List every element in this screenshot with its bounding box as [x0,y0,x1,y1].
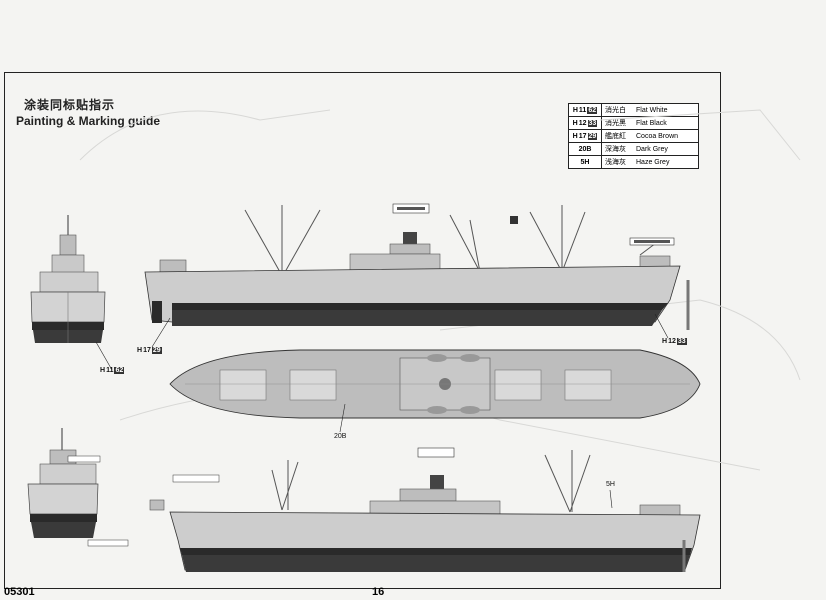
kit-code: 05301 [4,586,35,598]
legend-code-box: 33 [587,119,598,127]
legend-row: 20B 深海灰 Dark Grey [569,143,698,156]
callout-number: 11 [106,367,114,374]
legend-english: Flat Black [636,119,667,127]
legend-chinese: 艦底紅 [605,133,626,140]
legend-code-number: 17 [578,132,587,140]
page-frame [4,72,721,589]
legend-chinese: 消光白 [605,107,626,114]
callout-number: 17 [143,347,151,354]
callout-prefix: H [662,338,668,345]
callout-box: 62 [114,367,125,374]
callout-box: 29 [151,347,162,354]
callout-leaders [95,313,669,509]
title-chinese: 涂装同标贴指示 [24,98,116,112]
side-view-top [144,203,690,330]
deck-plan-view [169,349,701,419]
legend-code-box: 62 [587,106,598,114]
legend-code-number: 5H [580,158,590,166]
legend-code-number: 20B [578,145,592,153]
legend-english: Dark Grey [636,145,668,153]
legend-english: Cocoa Brown [636,132,679,140]
legend-english: Flat White [636,106,668,114]
legend-chinese: 深海灰 [605,146,626,153]
title-english: Painting & Marking guide [16,114,161,128]
legend-code-number: 11 [578,106,587,114]
bow-view-bottom [27,428,129,547]
side-view-bottom [149,447,701,572]
legend-code-prefix: H [572,132,578,140]
legend-code: 5H [569,156,602,168]
legend-code: 20B [569,143,602,155]
page-number: 16 [372,586,385,598]
legend-row: 5H 浅海灰 Haze Grey [569,156,698,168]
callout-dark-grey: 20B [334,433,347,440]
bow-view-top [30,215,106,343]
callout-box: 33 [676,338,687,345]
legend-code-prefix: H [572,106,578,114]
legend-code-number: 12 [578,119,587,127]
legend-english: Haze Grey [636,158,670,166]
callout-prefix: H [137,347,143,354]
callout-number: 12 [668,338,676,345]
callout-prefix: H [100,367,106,374]
legend-chinese: 浅海灰 [605,159,626,166]
callout-haze-grey: 5H [606,481,615,488]
legend-code-prefix: H [572,119,578,127]
legend-code-box: 29 [587,132,598,140]
legend-chinese: 消光黑 [605,120,626,127]
